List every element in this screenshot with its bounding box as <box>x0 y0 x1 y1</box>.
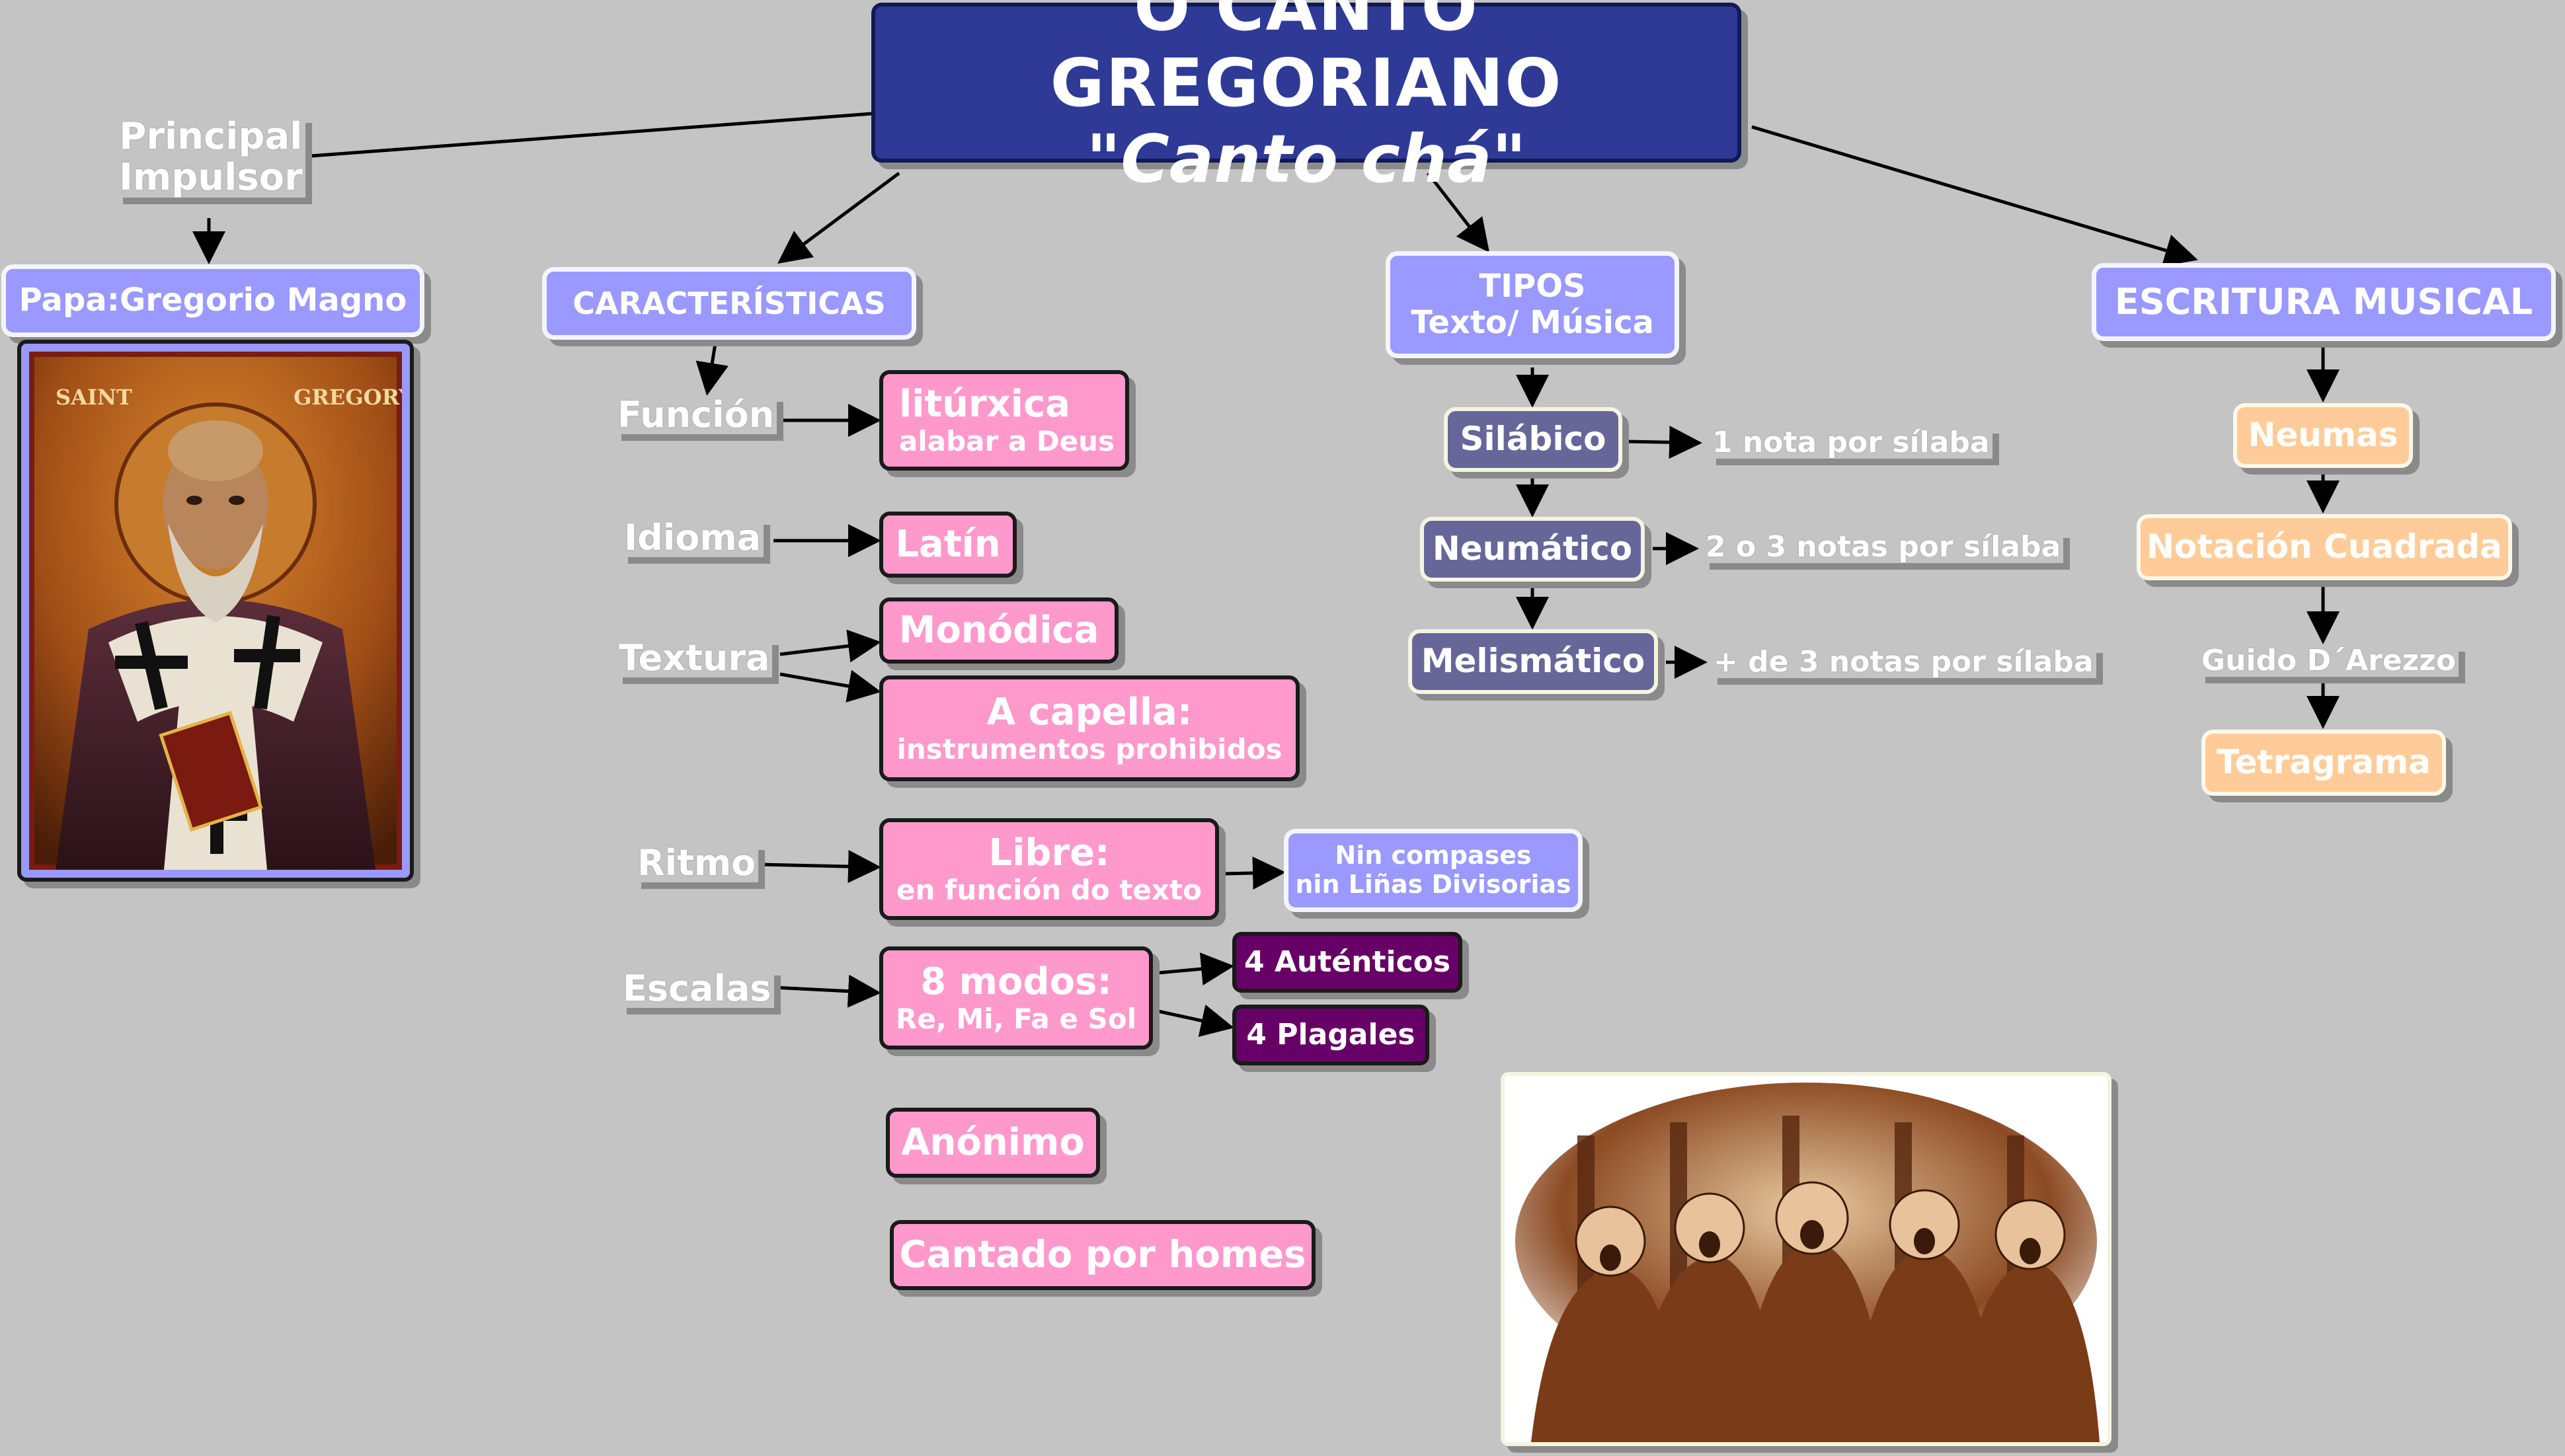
libre-value-sub: en función do texto <box>896 874 1202 907</box>
title-line1: O CANTO GREGORIANO <box>1050 0 1563 122</box>
caracteristicas-to-funcion-arrow <box>695 343 729 396</box>
tetragrama-node: Tetragrama <box>2201 730 2446 796</box>
icon-painting: SAINT GREGORY <box>29 352 414 870</box>
funcion-value: litúrxica <box>899 382 1070 426</box>
svg-text:SAINT: SAINT <box>56 385 132 410</box>
papa-gregorio-label: Papa:Gregorio Magno <box>19 282 407 319</box>
libre-node: Libre: en función do texto <box>879 818 1219 920</box>
title-to-escritura-arrow <box>1751 125 2198 267</box>
acapella-value: A capella: <box>986 690 1193 734</box>
nin-compases-note: Nin compases nin Liñas Divisorias <box>1284 829 1583 912</box>
melismatico-node: Melismático <box>1408 629 1658 694</box>
title-to-tipos-arrow <box>1427 172 1490 252</box>
tipos-heading: TIPOS Texto/ Música <box>1386 251 1679 358</box>
libre-value: Libre: <box>988 831 1110 874</box>
ritmo-label: Ritmo <box>635 843 759 882</box>
monodica-node: Monódica <box>879 597 1119 664</box>
ritmo-arrow <box>760 849 881 883</box>
neumatico-desc: 2 o 3 notas por sílaba <box>1703 531 2064 564</box>
neumas-node: Neumas <box>2233 403 2413 468</box>
impulsor-label: Principal Impulsor <box>116 116 305 198</box>
title-to-impulsor-line <box>310 112 872 158</box>
textura-monodica-arrow <box>779 629 881 663</box>
saint-gregory-icon-image: SAINT GREGORY <box>17 340 414 882</box>
neumatico-node: Neumático <box>1420 517 1645 582</box>
funcion-label: Función <box>615 395 777 434</box>
silabico-node: Silábico <box>1444 407 1622 472</box>
silabico-desc: 1 nota por sílaba <box>1710 426 1993 459</box>
modos-value-sub: Re, Mi, Fa e Sol <box>896 1003 1136 1036</box>
cantado-node: Cantado por homes <box>890 1220 1316 1290</box>
map-title: O CANTO GREGORIANO "Canto chá" <box>871 0 1741 197</box>
modos-value: 8 modos: <box>920 960 1112 1003</box>
autenticos-node: 4 Auténticos <box>1232 932 1462 993</box>
title-line2: "Canto chá" <box>1086 120 1526 198</box>
escalas-autenticos-arrow <box>1158 952 1234 985</box>
ritmo-note-arrow <box>1222 857 1286 890</box>
title-to-caracteristicas-arrow <box>777 171 900 264</box>
escritura-heading: ESCRITURA MUSICAL <box>2092 263 2556 341</box>
acapella-value-sub: instrumentos prohibidos <box>896 733 1282 766</box>
caracteristicas-heading: CARACTERÍSTICAS <box>542 267 916 340</box>
escalas-plagales-arrow <box>1158 1004 1234 1037</box>
monks-singing-image <box>1501 1072 2111 1446</box>
escalas-arrow <box>773 974 881 1008</box>
textura-label: Textura <box>616 638 773 677</box>
notacion-cuadrada-node: Notación Cuadrada <box>2137 514 2512 580</box>
svg-text:GREGORY: GREGORY <box>294 385 402 410</box>
escalas-label: Escalas <box>620 969 774 1008</box>
plagales-node: 4 Plagales <box>1232 1005 1429 1065</box>
acapella-node: A capella: instrumentos prohibidos <box>879 675 1300 781</box>
melismatico-desc: + de 3 notas por sílaba <box>1711 646 2096 679</box>
papa-gregorio-node: Papa:Gregorio Magno <box>1 264 424 337</box>
funcion-value-node: litúrxica alabar a Deus <box>879 370 1129 471</box>
guido-darezzo-label: Guido D´Arezzo <box>2199 644 2459 677</box>
anonimo-node: Anónimo <box>886 1108 1100 1178</box>
idioma-value-node: Latín <box>879 512 1017 578</box>
silabico-desc-arrow <box>1626 426 1702 459</box>
funcion-value-sub: alabar a Deus <box>899 425 1115 458</box>
monks-drawing <box>1505 1076 2108 1442</box>
modos-node: 8 modos: Re, Mi, Fa e Sol <box>879 946 1153 1050</box>
textura-acapella-arrow <box>779 670 881 703</box>
idioma-label: Idioma <box>621 518 764 557</box>
